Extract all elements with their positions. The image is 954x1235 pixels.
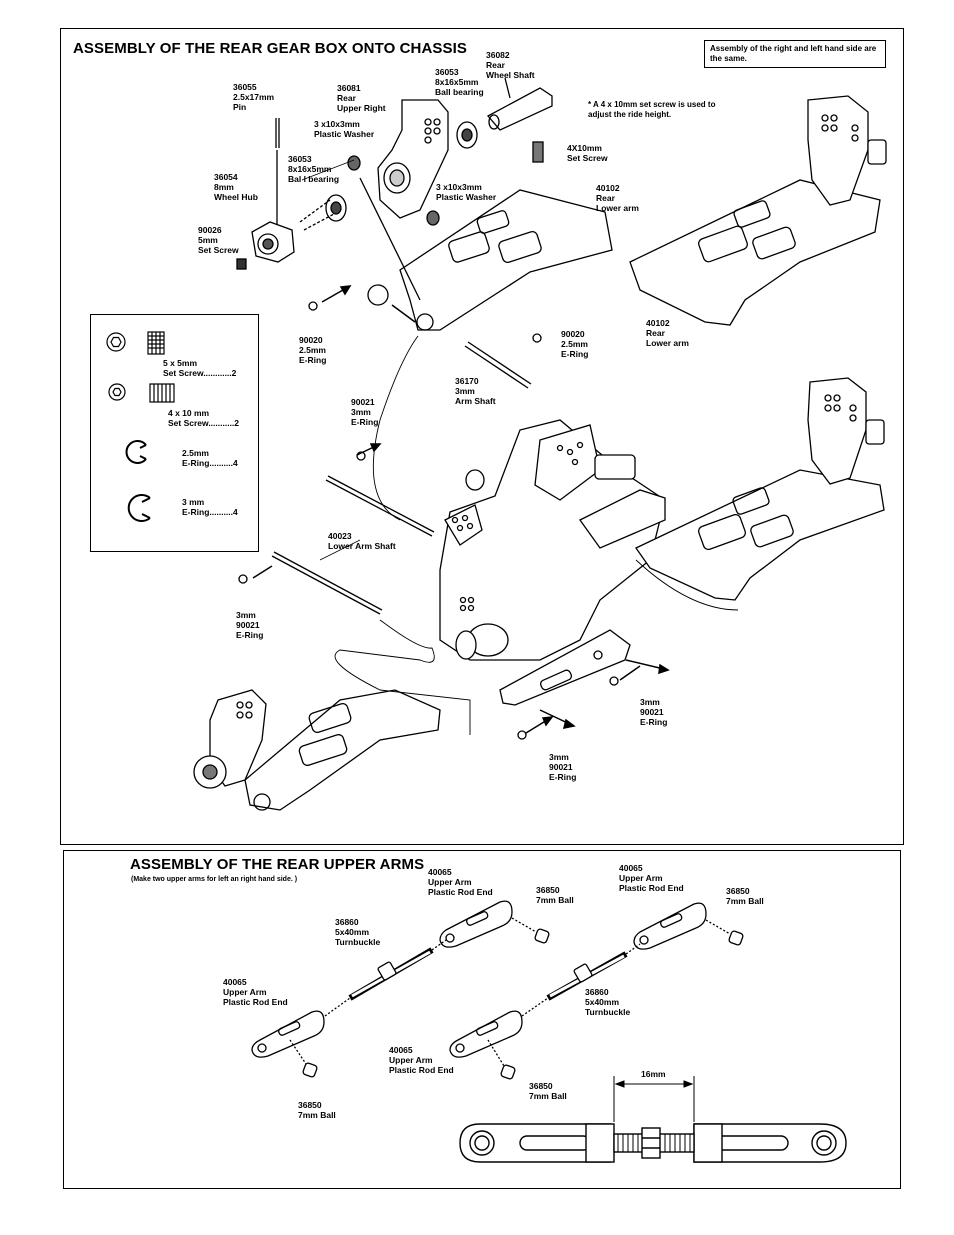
side-note: Assembly of the right and left hand side… [704,40,886,68]
rod-end-c [633,902,707,950]
rear-lower-arm-right [629,95,887,326]
e-ring-90021-bottom [517,730,527,740]
set-screw-note: * A 4 x 10mm set screw is used to adjust… [588,100,716,119]
wheel-hub [251,221,295,263]
ball-36850-b [302,1062,318,1078]
e-ring-2.5mm-icon [125,440,147,464]
rod-end-a [439,900,513,948]
rear-lower-arm-center [359,177,613,331]
rear-lower-arm-mid-right [635,377,885,601]
turnbuckle-assembled [459,1123,847,1163]
rod-end-d [449,1010,523,1058]
e-ring-3mm-icon [127,494,151,522]
e-ring-90021-top [356,451,366,461]
set-screw-4x10-icon [108,383,126,401]
e-ring-90021-right [609,676,619,686]
section2-title: ASSEMBLY OF THE REAR UPPER ARMS [130,856,425,873]
set-screw-4x10 [532,141,544,163]
set-screw-5x5-icon [106,332,126,352]
plastic-washer-a [347,155,361,171]
section1-title: ASSEMBLY OF THE REAR GEAR BOX ONTO CHASS… [73,40,467,57]
e-ring-90021-left [238,574,248,584]
hardware-kit-box [90,314,259,552]
rear-wheel-shaft [486,77,553,131]
label-16mm: 16mm [641,1069,666,1079]
set-screw-90026 [236,258,247,270]
lower-arm-shaft-40023 [325,479,433,537]
turnbuckle-b [546,951,628,1001]
dimension-16mm [613,1076,695,1122]
section2-subtitle: (Make two upper arms for left an right h… [131,876,298,883]
e-ring-90020-left [308,301,318,311]
ball-36850-d [500,1064,516,1080]
arm-shaft-36170 [464,345,529,389]
plastic-washer-b [426,210,440,226]
rear-lower-arm-left [193,689,441,811]
ball-36850-a [534,928,550,944]
gearbox [439,419,666,706]
e-ring-90020-right [532,333,542,343]
ball-36850-c [728,930,744,946]
upper-right-carrier [377,99,449,219]
rod-end-b [251,1010,325,1058]
turnbuckle-a [348,947,434,1001]
